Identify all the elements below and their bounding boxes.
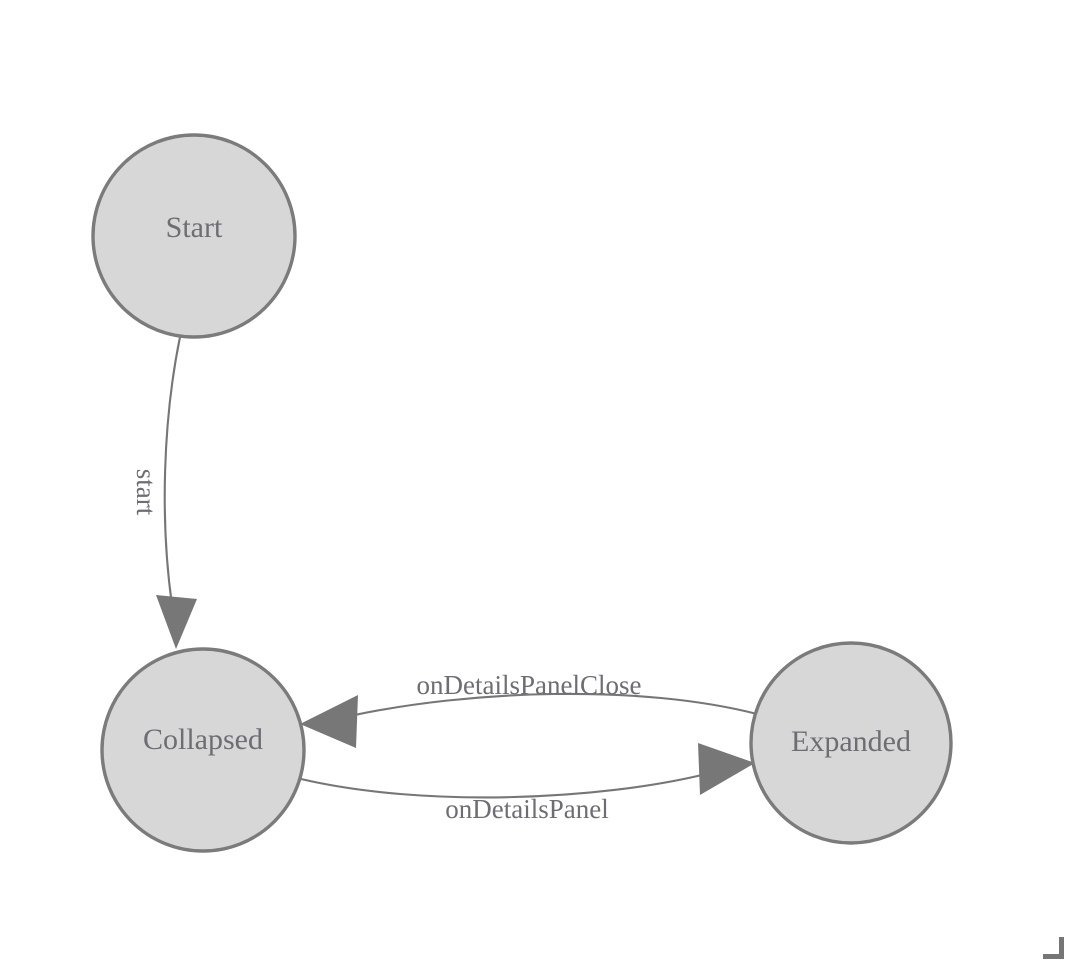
node-start[interactable]: Start	[91, 133, 297, 339]
viewport-corner-horizontal-rule	[1043, 954, 1064, 959]
edge-collapsed-to-expanded-path	[299, 772, 708, 799]
node-collapsed[interactable]: Collapsed	[100, 647, 306, 853]
node-expanded-circle	[749, 641, 953, 845]
edge-start-to-collapsed-path	[163, 335, 182, 607]
viewport-corner-artifact	[1043, 937, 1064, 959]
edge-collapsed-to-expanded-arrowhead	[698, 743, 755, 795]
edge-expanded-to-collapsed-path	[348, 692, 759, 718]
node-expanded[interactable]: Expanded	[749, 641, 953, 845]
node-collapsed-circle	[100, 647, 306, 853]
node-start-circle	[91, 133, 297, 339]
edge-label-start: start	[131, 469, 161, 516]
edge-collapsed-to-expanded[interactable]	[299, 743, 755, 799]
edge-label-on-details-panel-close: onDetailsPanelClose	[417, 670, 642, 700]
node-collapsed-label: Collapsed	[143, 723, 263, 756]
edge-expanded-to-collapsed-arrowhead	[300, 695, 358, 748]
node-start-label: Start	[166, 211, 223, 244]
edge-start-to-collapsed[interactable]	[156, 335, 197, 649]
edge-label-on-details-panel: onDetailsPanel	[445, 794, 608, 824]
edge-expanded-to-collapsed[interactable]	[300, 692, 759, 748]
node-expanded-label: Expanded	[791, 725, 911, 758]
viewport-corner-vertical-rule	[1059, 937, 1064, 959]
edge-start-to-collapsed-arrowhead	[156, 595, 197, 649]
